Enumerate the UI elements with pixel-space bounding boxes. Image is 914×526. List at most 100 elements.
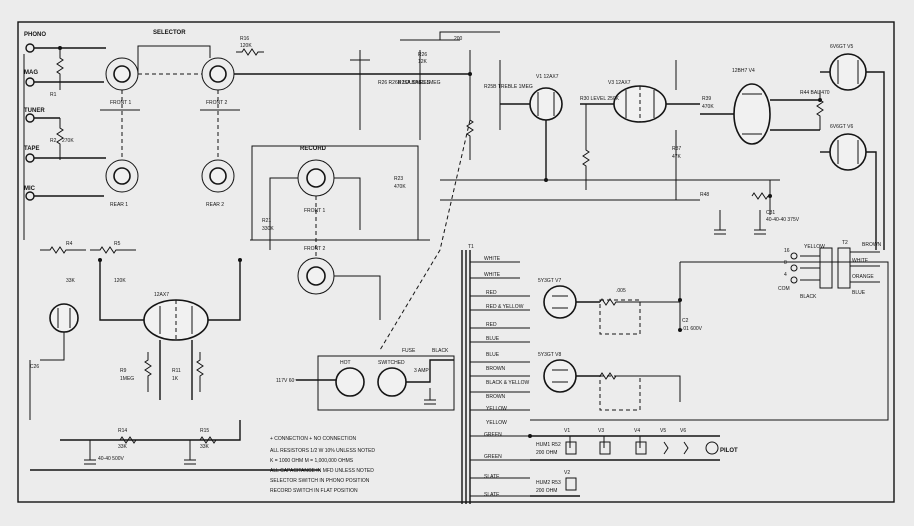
c24-label: C26 [30, 364, 39, 370]
r23-value: 470K [394, 184, 406, 190]
decoupling-network [30, 420, 320, 471]
r2-label: R2 [50, 138, 57, 144]
wire-yellow-1: YELLOW [486, 406, 507, 412]
phono-label: PHONO [24, 32, 46, 38]
orange-wire-label: ORANGE [852, 274, 874, 280]
v1-tube [500, 87, 563, 180]
r15-label: R15 [200, 428, 209, 434]
heater-v4: V4 [634, 428, 640, 434]
r24-label: R26 [418, 52, 427, 58]
legend: + CONNECTION + NO CONNECTION ALL RESISTO… [270, 436, 375, 494]
heater-v3: V3 [598, 428, 604, 434]
brown-wire-label: BROWN [862, 242, 882, 248]
legend-line-2: ALL RESISTORS 1/2 W 10% UNLESS NOTED [270, 448, 375, 454]
wire-red-1: RED [486, 290, 497, 296]
r21-value: 330K [262, 226, 274, 232]
wire-yellow-2: YELLOW [486, 420, 507, 426]
v4-label: 12BH7 V4 [732, 68, 755, 74]
r24-value: 12K [418, 59, 428, 65]
level-control [582, 104, 590, 190]
r1-label: R1 [50, 92, 57, 98]
bass-label: R25A BASS 1MEG [398, 80, 441, 86]
input-jacks [23, 43, 60, 240]
r16-value: 120K [240, 43, 252, 49]
front2-label: FRONT 2 [206, 100, 228, 106]
tuner-label: TUNER [24, 108, 45, 114]
c29-label: C31 [766, 210, 775, 216]
wire-brown-1: BROWN [486, 366, 506, 372]
r11-resistor [196, 352, 204, 392]
selector-label: SELECTOR [153, 30, 186, 36]
wire-blue-1: BLUE [486, 336, 500, 342]
v6-tube [820, 133, 877, 250]
tap-8: 8 [784, 260, 787, 266]
t2-label: T2 [842, 240, 848, 246]
tap-4: 4 [784, 272, 787, 278]
v4-tube [700, 83, 820, 145]
v7-rectifier [543, 285, 600, 319]
record-front1-label: FRONT 1 [304, 208, 326, 214]
mic-preamp-tube [29, 303, 79, 420]
hum1-value: 200 OHM [536, 450, 557, 456]
wire-green-1: GREEN [484, 432, 502, 438]
feedback-network [700, 179, 771, 235]
black-wire-label: BLACK [800, 294, 817, 300]
rear1-label: REAR 1 [110, 202, 128, 208]
tap-16: 16 [784, 248, 790, 254]
r38-value: 470K [702, 104, 714, 110]
treble-label: R25B TREBLE 1MEG [484, 84, 533, 90]
output-transformers [790, 247, 880, 289]
black-label: BLACK [432, 348, 449, 354]
v2-preamp-tube [99, 260, 241, 400]
switched-label: SWITCHED [378, 360, 405, 366]
r5-value: 120K [114, 278, 126, 284]
mag-label: MAG [24, 70, 38, 76]
r36-label: R37 [672, 146, 681, 152]
input-resistors [40, 48, 136, 254]
record-label: RECORD [300, 146, 327, 152]
hum1-label: HUM1 R52 [536, 442, 561, 448]
v1-label: V1 12AX7 [536, 74, 559, 80]
r36-value: 47K [672, 154, 682, 160]
record-front2-label: FRONT 2 [304, 246, 326, 252]
r11-value: 1K [172, 376, 179, 382]
c30-value: 40-40 500V [98, 456, 125, 462]
selector-switch [60, 45, 300, 197]
heater-v6: V6 [680, 428, 686, 434]
r4-value: 33K [66, 278, 76, 284]
wire-red-2: RED [486, 322, 497, 328]
hum2-value: 200 OHM [536, 488, 557, 494]
v2-label: 12AX7 [154, 292, 169, 298]
power-bus [250, 179, 889, 421]
com-label: COM [778, 286, 790, 292]
v5-tube [820, 53, 885, 250]
r14-label: R14 [118, 428, 127, 434]
wire-blue-2: BLUE [486, 352, 500, 358]
v8-rectifier [543, 359, 600, 393]
r15-value: 33K [200, 444, 210, 450]
white-wire-label: WHITE [852, 258, 869, 264]
wire-brown-2: BROWN [486, 394, 506, 400]
loudness-label: R26 R26B LOUDNESS [378, 80, 431, 86]
c4-label: 200 [454, 36, 463, 42]
legend-line-6: RECORD SWITCH IN FLAT POSITION [270, 488, 358, 494]
heater-v2: V2 [564, 470, 570, 476]
pilot-label: PILOT [720, 448, 738, 454]
heater-string [530, 435, 720, 497]
power-transformer [461, 250, 530, 504]
wire-slate-2: SLATE [484, 492, 500, 498]
legend-line-5: SELECTOR SWITCH IN PHONO POSITION [270, 478, 370, 484]
r5-label: R5 [114, 241, 121, 247]
record-switch [251, 145, 419, 320]
hum2-label: HUM2 R53 [536, 480, 561, 486]
wire-black-yellow: BLACK & YELLOW [486, 380, 530, 386]
wire-green-2: GREEN [484, 454, 502, 460]
wire-white-2: WHITE [484, 272, 501, 278]
tape-label: TAPE [24, 146, 40, 152]
level-label: R30 LEVEL 250K [580, 96, 620, 102]
line-voltage-label: 117V 60~ [276, 378, 297, 384]
r4-label: R4 [66, 241, 73, 247]
wire-slate-1: SLATE [484, 474, 500, 480]
front1-label: FRONT 1 [110, 100, 132, 106]
